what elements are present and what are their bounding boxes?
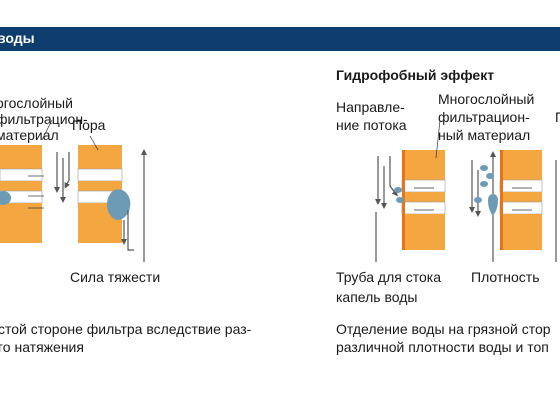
label-flow-2: ние потока: [336, 117, 407, 133]
right-caption-2: различной плотности воды и топ: [336, 339, 549, 355]
label-gravity: Сила тяжести: [70, 269, 161, 285]
header-title: воды: [0, 30, 35, 46]
left-caption-2: го натяжения: [0, 339, 84, 355]
right-material-leader: [435, 119, 441, 159]
left-pore-leader: [89, 135, 99, 151]
right-panel-title: Гидрофобный эффект: [336, 67, 495, 83]
label-cut-p: П: [555, 108, 560, 127]
label-filter-material-2: фильтрацион-: [0, 111, 88, 127]
left-droplet-2: [106, 189, 131, 220]
label-material-2: фильтрацион-: [438, 109, 530, 125]
right-flow-arrows: [375, 156, 398, 209]
label-pore: Пора: [72, 117, 106, 133]
left-flow-arrows: [54, 152, 71, 203]
label-flow-1: Направле-: [336, 99, 405, 115]
left-droplet-1: [0, 191, 11, 205]
label-drain-2: капель воды: [336, 289, 418, 305]
label-drain-1: Труба для стока: [336, 269, 441, 285]
label-density: Плотность: [471, 269, 540, 285]
right-caption-1: Отделение воды на грязной стор: [336, 321, 551, 337]
right-filter-block-2: [499, 150, 543, 250]
label-filter-material-1: огослойный: [0, 95, 73, 111]
header-band: [0, 27, 560, 51]
right-droplets-1: [394, 187, 404, 203]
right-filter-block-1: [401, 150, 446, 250]
header-bar: воды: [0, 0, 560, 51]
left-filter-block-1: [0, 145, 43, 243]
label-material-3: ный материал: [438, 127, 531, 143]
left-caption-1: стой стороне фильтра вследствие раз-: [0, 321, 252, 337]
left-material-leader: [41, 119, 53, 141]
label-filter-material-3: материал: [0, 127, 59, 143]
label-material-1: Многослойный: [438, 91, 535, 107]
gravity-arrows: [121, 149, 147, 262]
right-droplets-2: [474, 165, 498, 216]
